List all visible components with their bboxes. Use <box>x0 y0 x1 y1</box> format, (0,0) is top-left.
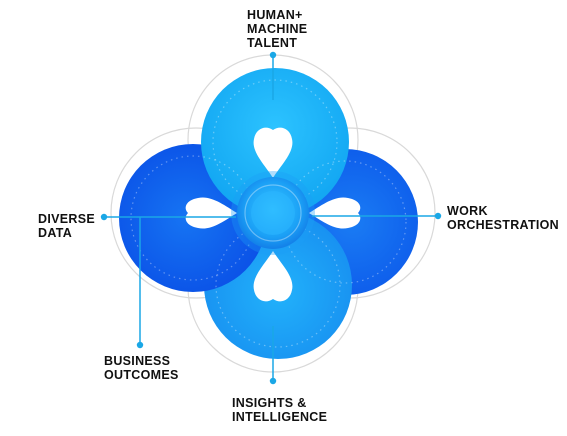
teardrop-cutouts <box>185 127 361 302</box>
label-line: BUSINESS <box>104 354 171 368</box>
label-insights-intelligence: INSIGHTS & INTELLIGENCE <box>232 396 327 424</box>
teardrop-left <box>185 197 237 229</box>
label-line: DIVERSE <box>38 212 95 226</box>
dot-bottom <box>269 377 277 385</box>
label-line: OUTCOMES <box>104 368 179 382</box>
label-diverse-data: DIVERSE DATA <box>38 212 95 240</box>
label-human-machine-talent: HUMAN+ MACHINE TALENT <box>247 8 307 50</box>
label-line: HUMAN+ <box>247 8 303 22</box>
teardrop-right <box>309 197 361 229</box>
teardrop-bottom <box>253 251 293 302</box>
connectors <box>104 55 437 380</box>
label-line: MACHINE <box>247 22 308 36</box>
dot-left <box>100 213 108 221</box>
label-line: DATA <box>38 226 73 240</box>
label-work-orchestration: WORK ORCHESTRATION <box>447 204 559 232</box>
dot-bottom-left <box>136 341 144 349</box>
label-line: TALENT <box>247 36 298 50</box>
dot-right <box>434 212 442 220</box>
label-line: ORCHESTRATION <box>447 218 559 232</box>
connector-dots <box>100 51 442 385</box>
label-line: INTELLIGENCE <box>232 410 328 424</box>
dot-top <box>269 51 277 59</box>
center-hub <box>231 171 315 255</box>
label-line: WORK <box>447 204 488 218</box>
label-business-outcomes: BUSINESS OUTCOMES <box>104 354 179 382</box>
label-line: INSIGHTS & <box>232 396 307 410</box>
teardrop-top <box>253 127 293 178</box>
